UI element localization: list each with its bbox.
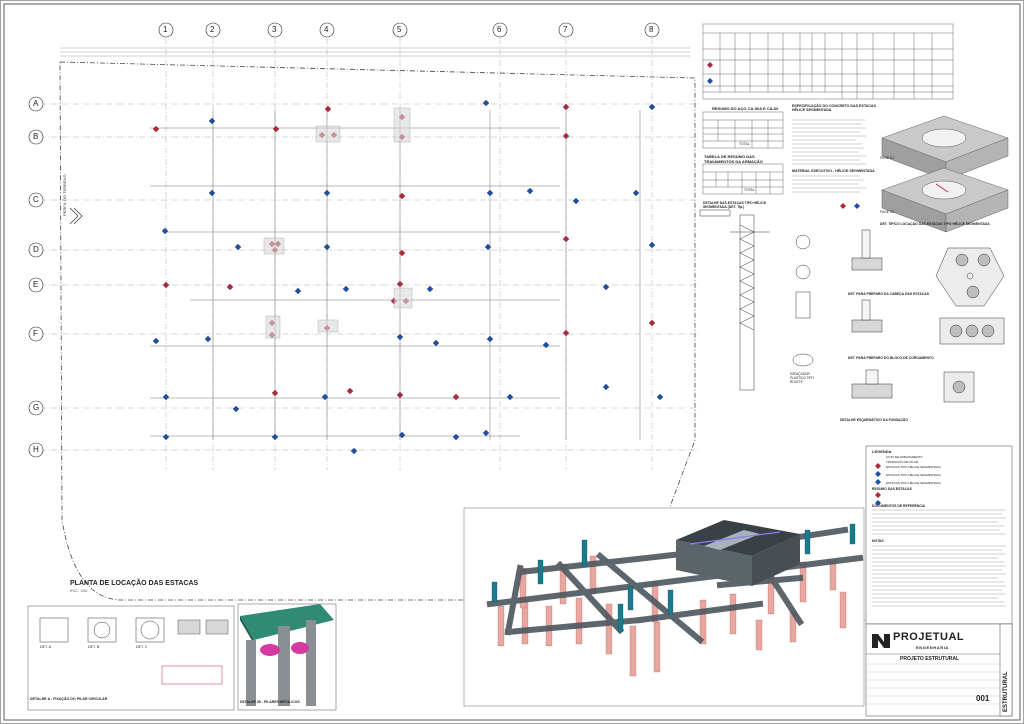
grid-row-c: C xyxy=(33,195,39,204)
total-1: TOTAL xyxy=(739,142,750,146)
grid-row-b: B xyxy=(33,132,39,141)
det-c-label: DET. C xyxy=(136,645,148,649)
phase-2-label: FASE 02 xyxy=(880,210,895,214)
legend-item-3: ESTACAS TIPO HÉLICE SEGMENTADA xyxy=(886,473,941,477)
section-title: DET. TÍPICO LOCAÇÃO DAS ESTACAS TIPO HÉL… xyxy=(880,222,990,226)
det-b-label: DET. B xyxy=(88,645,100,649)
grid-row-d: D xyxy=(33,245,39,254)
plan-scale: ESC.: 1/50 xyxy=(70,589,88,593)
bottom-left-details xyxy=(27,605,235,711)
sheet-number: 001 xyxy=(976,694,990,703)
det-a-footer: DETALHE A - FIXAÇÃO DO PILAR CIRCULAR xyxy=(30,697,108,701)
terrain-label: PERFIL DO TERRENO xyxy=(62,174,67,216)
foundation-title: DETALHE ESQUEMÁTICO DA FUNDAÇÃO xyxy=(840,418,908,422)
total-2: TOTAL xyxy=(744,188,755,192)
block-prep-title: DET. PARA PREPARO DO BLOCO DE COROAMENTO xyxy=(848,356,934,360)
pile-cap-plans xyxy=(935,247,1005,403)
grid-row-g: G xyxy=(33,403,40,412)
material-title: MATERIAL EXECUTIVO - HÉLICE SEGMENTADA xyxy=(792,169,875,173)
grid-col-1: 1 xyxy=(163,25,168,34)
project-label: PROJETO ESTRUTURAL xyxy=(900,656,960,662)
plan-outline xyxy=(59,61,696,601)
legend-item-2: ESTACAS TIPO HÉLICE SEGMENTADA xyxy=(886,465,941,469)
brand-sub: ENGENHARIA xyxy=(916,645,949,650)
legend-notes-title: NOTAS xyxy=(872,539,884,543)
brand-name: PROJETUAL xyxy=(893,631,965,643)
pile-schedule-table xyxy=(702,23,954,100)
det-a-label: DET. A xyxy=(40,645,51,649)
steel-pillar-3d xyxy=(237,603,337,711)
grid-col-8: 8 xyxy=(649,25,654,34)
structure-3d-model xyxy=(463,507,865,707)
vertical-discipline-label: ESTRUTURAL xyxy=(1003,671,1009,712)
grid-col-2: 2 xyxy=(210,25,215,34)
grid-col-3: 3 xyxy=(272,25,277,34)
projetual-logo xyxy=(872,634,890,648)
legend-docs-title: DOCUMENTOS DE REFERÊNCIA xyxy=(872,504,926,508)
pile-detail-title: DETALHE DAS ESTACAS TIPO HÉLICE SEGMENTA… xyxy=(703,201,766,210)
plan-title: PLANTA DE LOCAÇÃO DAS ESTACAS xyxy=(70,580,199,587)
grid-row-a: A xyxy=(33,99,39,108)
grid-col-7: 7 xyxy=(563,25,568,34)
helix-pile-detail xyxy=(699,209,814,391)
legend-item-0: COTA DE ARRASAMENTO xyxy=(886,455,923,459)
legend-summary-title: RESUMO DAS ESTACAS xyxy=(872,487,912,491)
legend-item-1: TRANSIÇÃO DE PILAR xyxy=(886,460,919,464)
pile-markers-blue xyxy=(152,99,664,455)
legend-title: LEGENDA xyxy=(872,449,892,454)
grid-row-h: H xyxy=(33,445,39,454)
grid-rows xyxy=(40,103,700,451)
grid-row-f: F xyxy=(33,329,38,338)
cap-prep-title: DET. PARA PREPARO DA CABEÇA DAS ESTACAS xyxy=(848,292,930,296)
pile-phase-illustrations xyxy=(881,115,1009,233)
anchor-table-title: TABELA DE RESUMO DAS TRAVAMENTOS DA ARMA… xyxy=(704,154,763,164)
legend-item-4: ESTACAS TIPO HÉLICE SEGMENTADA xyxy=(886,481,941,485)
grid-col-6: 6 xyxy=(497,25,502,34)
grid-col-4: 4 xyxy=(324,25,329,34)
grid-col-5: 5 xyxy=(397,25,402,34)
terrain-arrow xyxy=(69,207,83,225)
phase-1-label: FASE 01 xyxy=(880,156,895,160)
plastic-spacer-label: ESPAÇADOR PLÁSTICO TIPO ROLETE xyxy=(790,372,815,384)
grid-row-e: E xyxy=(33,280,39,289)
det-3d-footer: DETALHE 3D - PILARES METÁLICOS xyxy=(240,700,300,704)
concrete-summary-title: RESUMO DO AÇO CA-50A E CA-60 xyxy=(712,106,779,111)
spec-title: ESPECIFICAÇÃO DO CONCRETO DAS ESTACAS HÉ… xyxy=(792,104,876,113)
